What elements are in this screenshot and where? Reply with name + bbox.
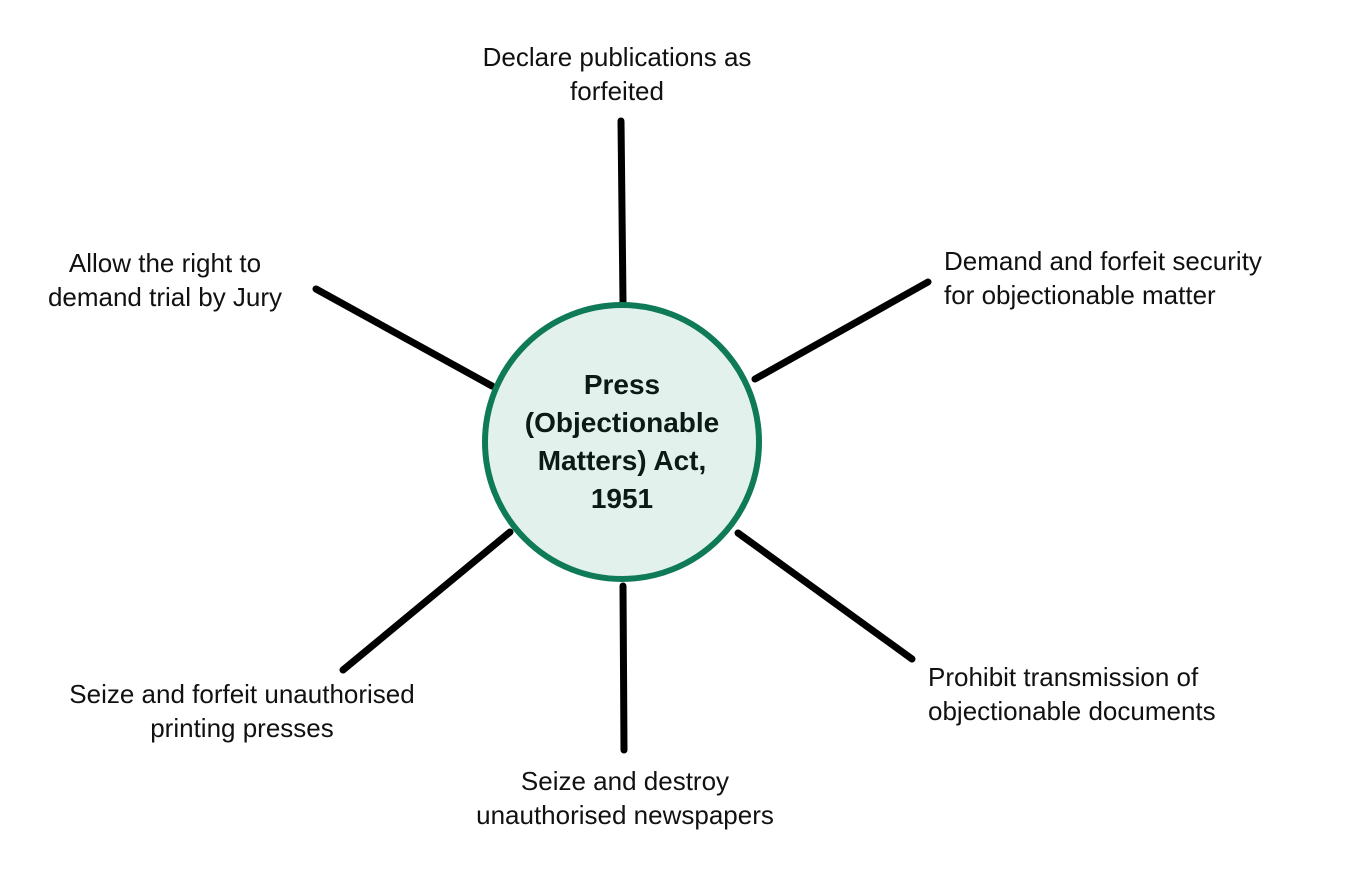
connector-bottom-left <box>339 528 514 674</box>
connector-top-right <box>751 278 932 383</box>
connector-bottom-right <box>734 529 916 663</box>
branch-label-top: Declare publications as forfeited <box>482 42 752 106</box>
connector-bottom <box>619 582 628 754</box>
center-title: Press (Objectionable Matters) Act, 1951 <box>524 369 720 514</box>
branch-label-bottom-left: Seize and forfeit unauthorised printing … <box>69 679 415 743</box>
connector-top <box>617 117 627 306</box>
center-node: Press (Objectionable Matters) Act, 1951 <box>482 302 762 582</box>
branch-label-top-left: Allow the right to demand trial by Jury <box>47 248 283 312</box>
branch-label-top-right: Demand and forfeit security for objectio… <box>944 246 1262 310</box>
connector-top-left <box>312 285 496 390</box>
branch-label-bottom-right: Prohibit transmission of objectionable d… <box>928 662 1216 726</box>
branch-label-bottom: Seize and destroy unauthorised newspaper… <box>476 766 774 830</box>
